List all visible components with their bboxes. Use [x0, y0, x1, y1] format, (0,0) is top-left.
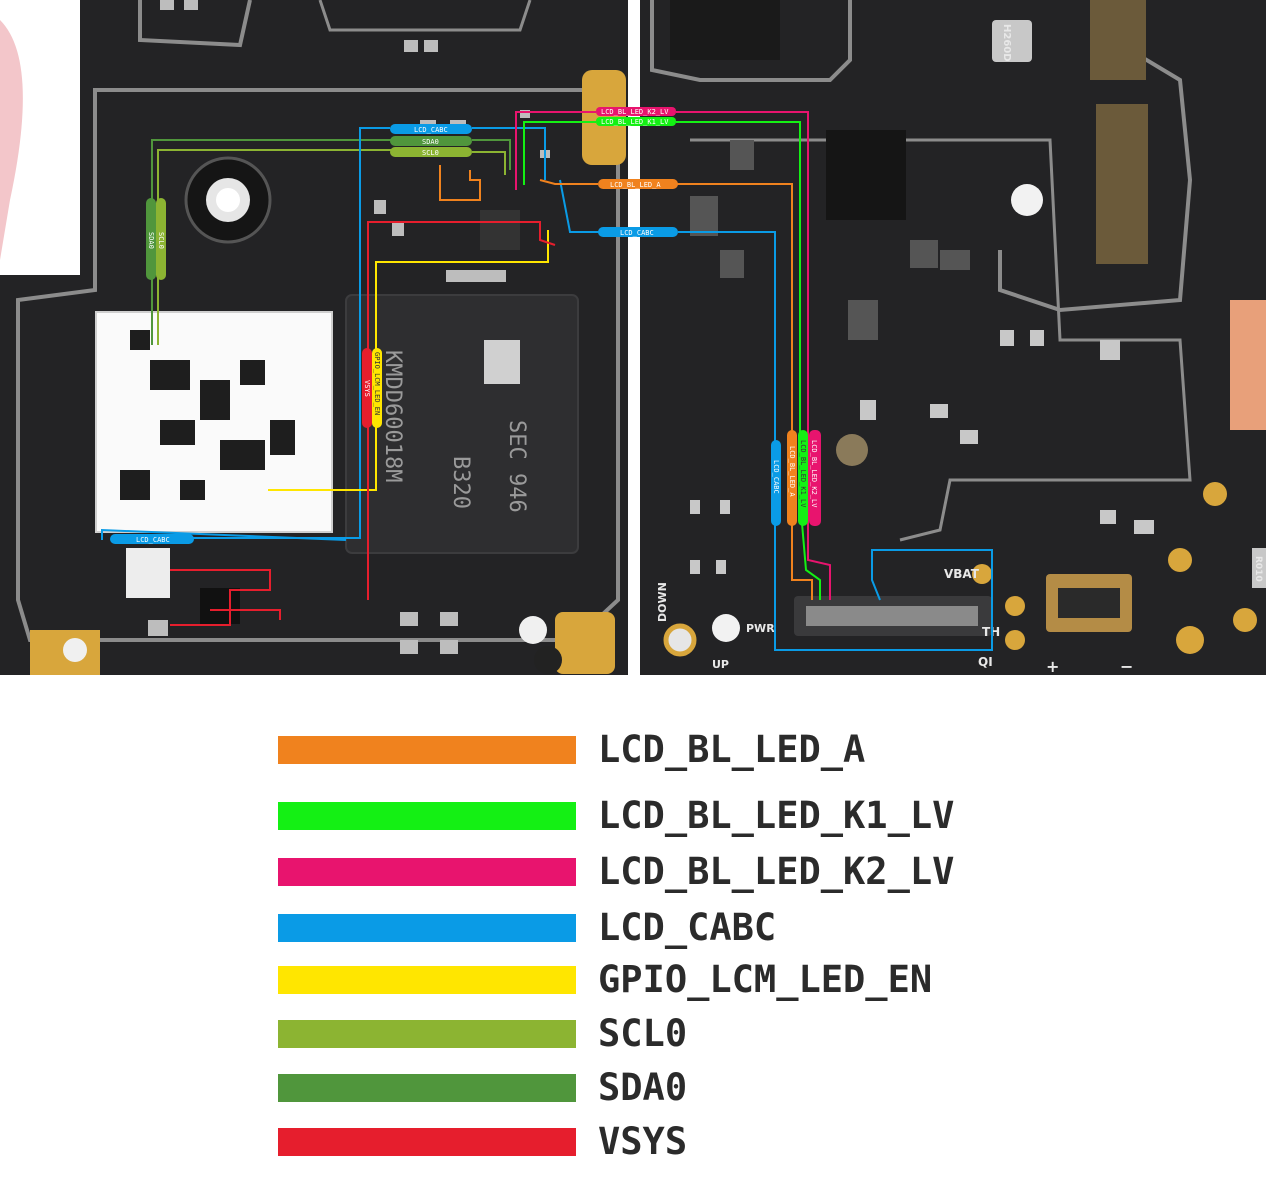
label-sda-vertical: SDA0	[147, 232, 155, 249]
legend-swatch	[278, 858, 576, 886]
legend-label: LCD_CABC	[598, 906, 777, 949]
silk-qi: QI	[978, 655, 993, 669]
trace-overlay	[101, 111, 993, 651]
legend-item-lcd-bl-led-a: LCD_BL_LED_A	[278, 726, 1038, 771]
silk-up: UP	[712, 658, 729, 671]
label-led-k1: LCD_BL_LED_K1_LV	[601, 118, 669, 126]
legend-item-vsys: VSYS	[278, 1118, 1038, 1163]
emmc-marking-3: B320	[448, 456, 473, 509]
legend-swatch	[278, 914, 576, 942]
label-gpio-vertical: GPIO_LCM_LED_EN	[373, 352, 381, 415]
label-leda-vertical: LCD_BL_LED_A	[788, 446, 796, 497]
label-cabc-top: LCD_CABC	[414, 126, 448, 134]
silk-pwr: PWR	[746, 622, 775, 635]
silk-vbat: VBAT	[944, 567, 980, 581]
legend-swatch	[278, 1074, 576, 1102]
label-ledk2-vertical: LCD_BL_LED_K2_LV	[810, 440, 818, 508]
legend-item-lcd-bl-led-k2-lv: LCD_BL_LED_K2_LV	[278, 848, 1038, 893]
label-scl-top: SCL0	[422, 149, 439, 157]
legend-swatch	[278, 966, 576, 994]
legend-label: GPIO_LCM_LED_EN	[598, 958, 933, 1001]
emmc-marking-2: SEC 946	[504, 420, 529, 513]
legend-label: LCD_BL_LED_A	[598, 728, 866, 771]
crystal-marking: H260D	[1001, 24, 1012, 62]
legend-label: VSYS	[598, 1120, 688, 1163]
label-cabc-bottom: LCD_CABC	[136, 536, 170, 544]
legend-label: LCD_BL_LED_K1_LV	[598, 794, 955, 837]
pcb-board-image: KMDD60018M SEC 946 B320	[0, 0, 1266, 676]
emmc-marking-1: KMDD60018M	[380, 350, 405, 482]
label-sda-top: SDA0	[422, 138, 439, 146]
legend-swatch	[278, 736, 576, 764]
legend-label: LCD_BL_LED_K2_LV	[598, 850, 955, 893]
legend-swatch	[278, 1020, 576, 1048]
legend-item-gpio-lcm-led-en: GPIO_LCM_LED_EN	[278, 956, 1038, 1001]
right-board-half: H260D	[640, 0, 1266, 676]
legend-label: SDA0	[598, 1066, 688, 1109]
legend-item-lcd-cabc: LCD_CABC	[278, 904, 1038, 949]
label-led-a: LCD_BL_LED_A	[610, 181, 661, 189]
silk-plus: +	[1046, 657, 1059, 676]
legend-swatch	[278, 802, 576, 830]
legend-item-lcd-bl-led-k1-lv: LCD_BL_LED_K1_LV	[278, 792, 1038, 837]
left-board-half: KMDD60018M SEC 946 B320	[0, 0, 628, 675]
label-scl-vertical: SCL0	[157, 232, 165, 249]
trace-labels: LCD_BL_LED_K2_LV LCD_BL_LED_K1_LV LCD_CA…	[110, 107, 821, 544]
silk-minus: −	[1120, 657, 1133, 676]
legend-label: SCL0	[598, 1012, 688, 1055]
silk-resistor: R010	[1253, 556, 1263, 582]
label-led-k2: LCD_BL_LED_K2_LV	[601, 108, 669, 116]
label-cabc-vertical: LCD_CABC	[772, 460, 780, 494]
legend-item-sda0: SDA0	[278, 1064, 1038, 1109]
legend-swatch	[278, 1128, 576, 1156]
legend-item-scl0: SCL0	[278, 1010, 1038, 1055]
label-ledk1-vertical: LCD_BL_LED_K1_LV	[799, 440, 807, 508]
label-cabc-mid: LCD_CABC	[620, 229, 654, 237]
silk-down: DOWN	[656, 582, 669, 622]
label-vsys-vertical: VSYS	[363, 380, 371, 397]
